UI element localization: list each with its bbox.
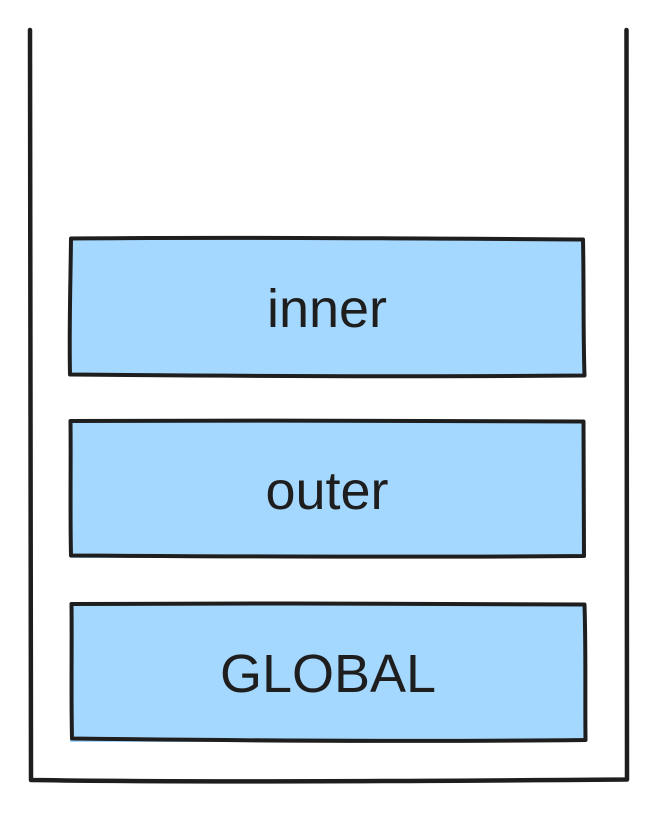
stack-frame-global: GLOBAL [69,601,588,743]
stack-frame-outer-label: outer [265,461,388,521]
stack-frame-global-border [69,601,588,743]
stack-frame-outer: outer [68,418,586,559]
stack-frame-inner-label: inner [267,279,387,339]
stack-container [27,27,630,784]
stack-frame-inner: inner [67,235,587,379]
stack-frame-inner-box [70,238,584,376]
stack-frame-global-label: GLOBAL [220,644,436,704]
stack-frame-outer-box [70,420,584,558]
stack-frame-global-box [70,603,586,742]
stack-frame-outer-border [68,418,586,559]
stack-frame-inner-border [67,235,587,379]
